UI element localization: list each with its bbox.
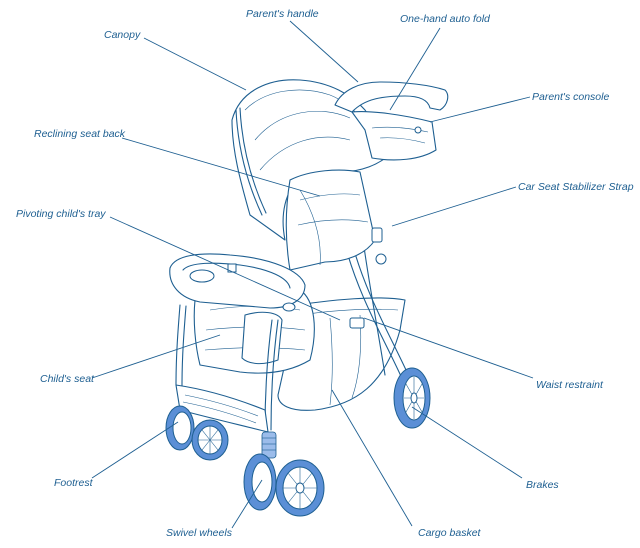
label-waist-restraint: Waist restraint: [536, 379, 604, 391]
front-wheels-right: [243, 431, 325, 517]
leader-childs-seat: [91, 334, 221, 379]
leader-swivel-wheels: [231, 479, 263, 529]
label-brakes: Brakes: [526, 479, 559, 491]
labels: Parent's handle One-hand auto fold Canop…: [16, 8, 634, 539]
leader-reclining-seat-back: [121, 137, 321, 197]
label-parents-handle: Parent's handle: [246, 8, 319, 20]
handle-shape: [334, 81, 449, 161]
label-childs-seat: Child's seat: [40, 373, 95, 385]
leader-canopy: [143, 37, 247, 91]
tray-shape: [169, 253, 306, 312]
label-swivel-wheels: Swivel wheels: [166, 527, 233, 539]
label-parents-console: Parent's console: [532, 91, 609, 103]
leader-parents-handle: [289, 20, 359, 83]
front-frame: [175, 304, 279, 433]
leader-parents-console: [429, 96, 531, 123]
leader-pivoting-childs-tray: [109, 216, 341, 321]
stroller-illustration: [165, 79, 449, 517]
buckles: [349, 227, 387, 329]
label-canopy: Canopy: [104, 29, 141, 41]
front-wheels-left: [165, 405, 229, 461]
leader-waist-restraint: [363, 317, 534, 379]
leader-car-seat-stabilizer: [391, 186, 517, 227]
leader-lines: [91, 20, 534, 529]
label-cargo-basket: Cargo basket: [418, 527, 482, 539]
label-car-seat-stabilizer-strap: Car Seat Stabilizer Strap: [518, 181, 634, 193]
leader-brakes: [411, 406, 523, 479]
label-footrest: Footrest: [54, 477, 94, 489]
rear-wheel: [393, 367, 431, 429]
seat-back-shape: [285, 169, 376, 271]
rear-frame: [344, 239, 413, 386]
leader-one-hand-auto-fold: [389, 27, 441, 111]
label-reclining-seat-back: Reclining seat back: [34, 128, 126, 140]
leader-cargo-basket: [331, 389, 413, 527]
label-one-hand-auto-fold: One-hand auto fold: [400, 13, 491, 25]
label-pivoting-childs-tray: Pivoting child's tray: [16, 208, 106, 220]
leader-footrest: [91, 421, 179, 479]
